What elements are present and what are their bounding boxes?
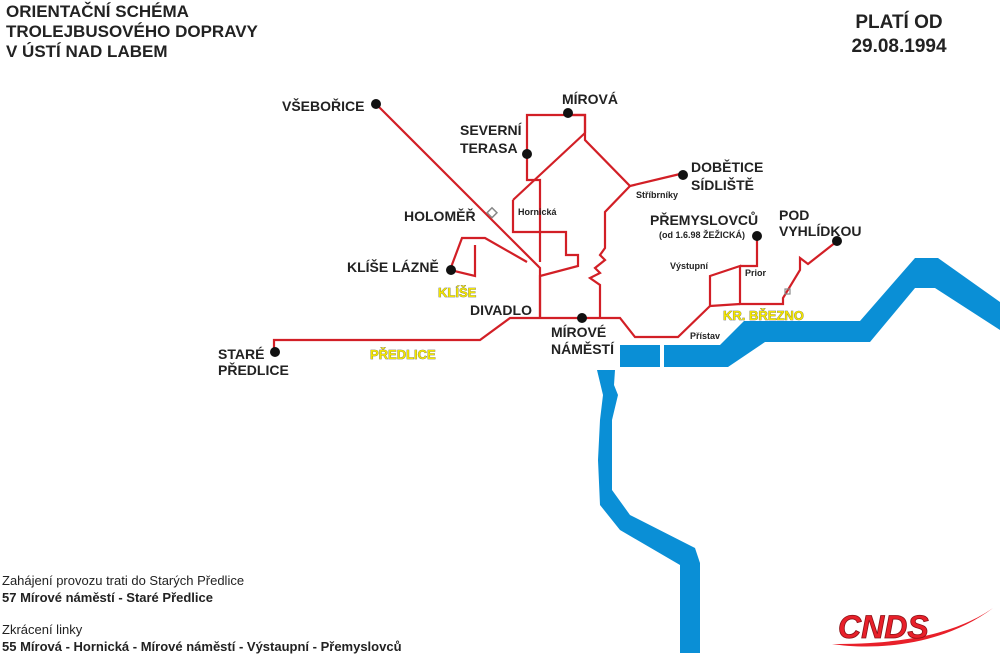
map-title: ORIENTAČNÍ SCHÉMA TROLEJBUSOVÉHO DOPRAVY… [6, 2, 258, 62]
junction-labels: Hornická Stříbrníky Výstupní Prior Příst… [518, 190, 767, 341]
label-dobetice-2: SÍDLIŠTĚ [691, 176, 754, 193]
stop-mirove-namesti[interactable] [577, 313, 587, 323]
validity-box: PLATÍ OD 29.08.1994 [835, 11, 963, 59]
logo-swoosh [832, 608, 993, 647]
route-vystupni [708, 241, 837, 306]
logo-text: CNDS [838, 609, 929, 645]
holomer-marker [485, 206, 499, 219]
title-line-1: ORIENTAČNÍ SCHÉMA [6, 2, 189, 21]
stop-mirova[interactable] [563, 108, 573, 118]
label-stare-2: PŘEDLICE [218, 361, 289, 378]
stop-premyslovcu[interactable] [752, 231, 762, 241]
stop-pod-vyhlidkou[interactable] [832, 236, 842, 246]
label-pod-2: VYHLÍDKOU [779, 223, 861, 239]
label-stribrniky: Stříbrníky [636, 190, 678, 200]
label-prior: Prior [745, 268, 767, 278]
river-segment-middle [620, 345, 660, 367]
label-severni-1: SEVERNÍ [460, 122, 523, 138]
label-mirova: MÍROVÁ [562, 91, 618, 107]
label-mirove-1: MÍROVÉ [551, 324, 606, 340]
trolleybus-routes [272, 103, 837, 352]
brezno-marker [784, 288, 791, 295]
stop-klise-lazne[interactable] [446, 265, 456, 275]
valid-date: 29.08.1994 [851, 36, 947, 57]
route-stribrniky-down [587, 185, 631, 318]
label-premyslovcu-note: (od 1.6.98 ŽEŽICKÁ) [659, 229, 745, 240]
stop-labels: VŠEBOŘICE MÍROVÁ SEVERNÍ TERASA DOBĚTICE… [218, 91, 861, 378]
label-dobetice-1: DOBĚTICE [691, 158, 763, 175]
label-hornicka: Hornická [518, 207, 558, 217]
river-elbe [597, 258, 1000, 653]
stops [270, 99, 842, 357]
label-pristav: Přístav [690, 331, 720, 341]
stop-vseborice[interactable] [371, 99, 381, 109]
stop-dobetice[interactable] [678, 170, 688, 180]
route-hornicka-loop [525, 113, 681, 262]
river-segment-south [597, 370, 700, 653]
label-severni-2: TERASA [460, 140, 518, 156]
river-segment-east [664, 258, 1000, 367]
route-klise-loop [448, 236, 528, 278]
stop-stare-predlice[interactable] [270, 347, 280, 357]
valid-label: PLATÍ OD [855, 12, 943, 33]
stop-severni-terasa[interactable] [522, 149, 532, 159]
route-prior-premyslovcu [740, 236, 759, 268]
title-line-3: V ÚSTÍ NAD LABEM [6, 42, 168, 61]
note-line-4: 55 Mírová - Hornická - Mírové náměstí - … [2, 639, 402, 654]
label-pod-1: POD [779, 207, 809, 223]
cnds-logo: CNDS [832, 608, 993, 647]
label-divadlo: DIVADLO [470, 302, 532, 318]
route-divadlo-mirove [540, 305, 711, 339]
route-divadlo-up [511, 200, 580, 318]
notes: Zahájení provozu trati do Starých Předli… [2, 572, 402, 655]
note-line-3: Zkrácení linky [2, 622, 83, 637]
note-line-1: Zahájení provozu trati do Starých Předli… [2, 573, 245, 588]
label-premyslovcu: PŘEMYSLOVCŮ [650, 210, 758, 228]
district-labels: KLÍŠE PŘEDLICE KR. BŘEZNO [370, 285, 804, 363]
route-vystupni-link [709, 302, 741, 308]
label-vystupni: Výstupní [670, 261, 709, 271]
route-predlice-divadlo [272, 316, 540, 352]
district-brezno: KR. BŘEZNO [723, 308, 804, 323]
label-mirove-2: NÁMĚSTÍ [551, 340, 615, 357]
route-mirova-branch [568, 113, 587, 133]
district-predlice: PŘEDLICE [370, 347, 436, 362]
note-line-2: 57 Mírové náměstí - Staré Předlice [2, 590, 213, 605]
label-holomer: HOLOMĚŘ [404, 207, 476, 224]
label-stare-1: STARÉ [218, 346, 264, 362]
route-severni-link [512, 132, 586, 201]
label-vseborice: VŠEBOŘICE [282, 97, 364, 114]
title-line-2: TROLEJBUSOVÉHO DOPRAVY [6, 22, 258, 41]
label-klise-lazne: KLÍŠE LÁZNĚ [347, 258, 439, 275]
district-klise: KLÍŠE [438, 285, 477, 300]
